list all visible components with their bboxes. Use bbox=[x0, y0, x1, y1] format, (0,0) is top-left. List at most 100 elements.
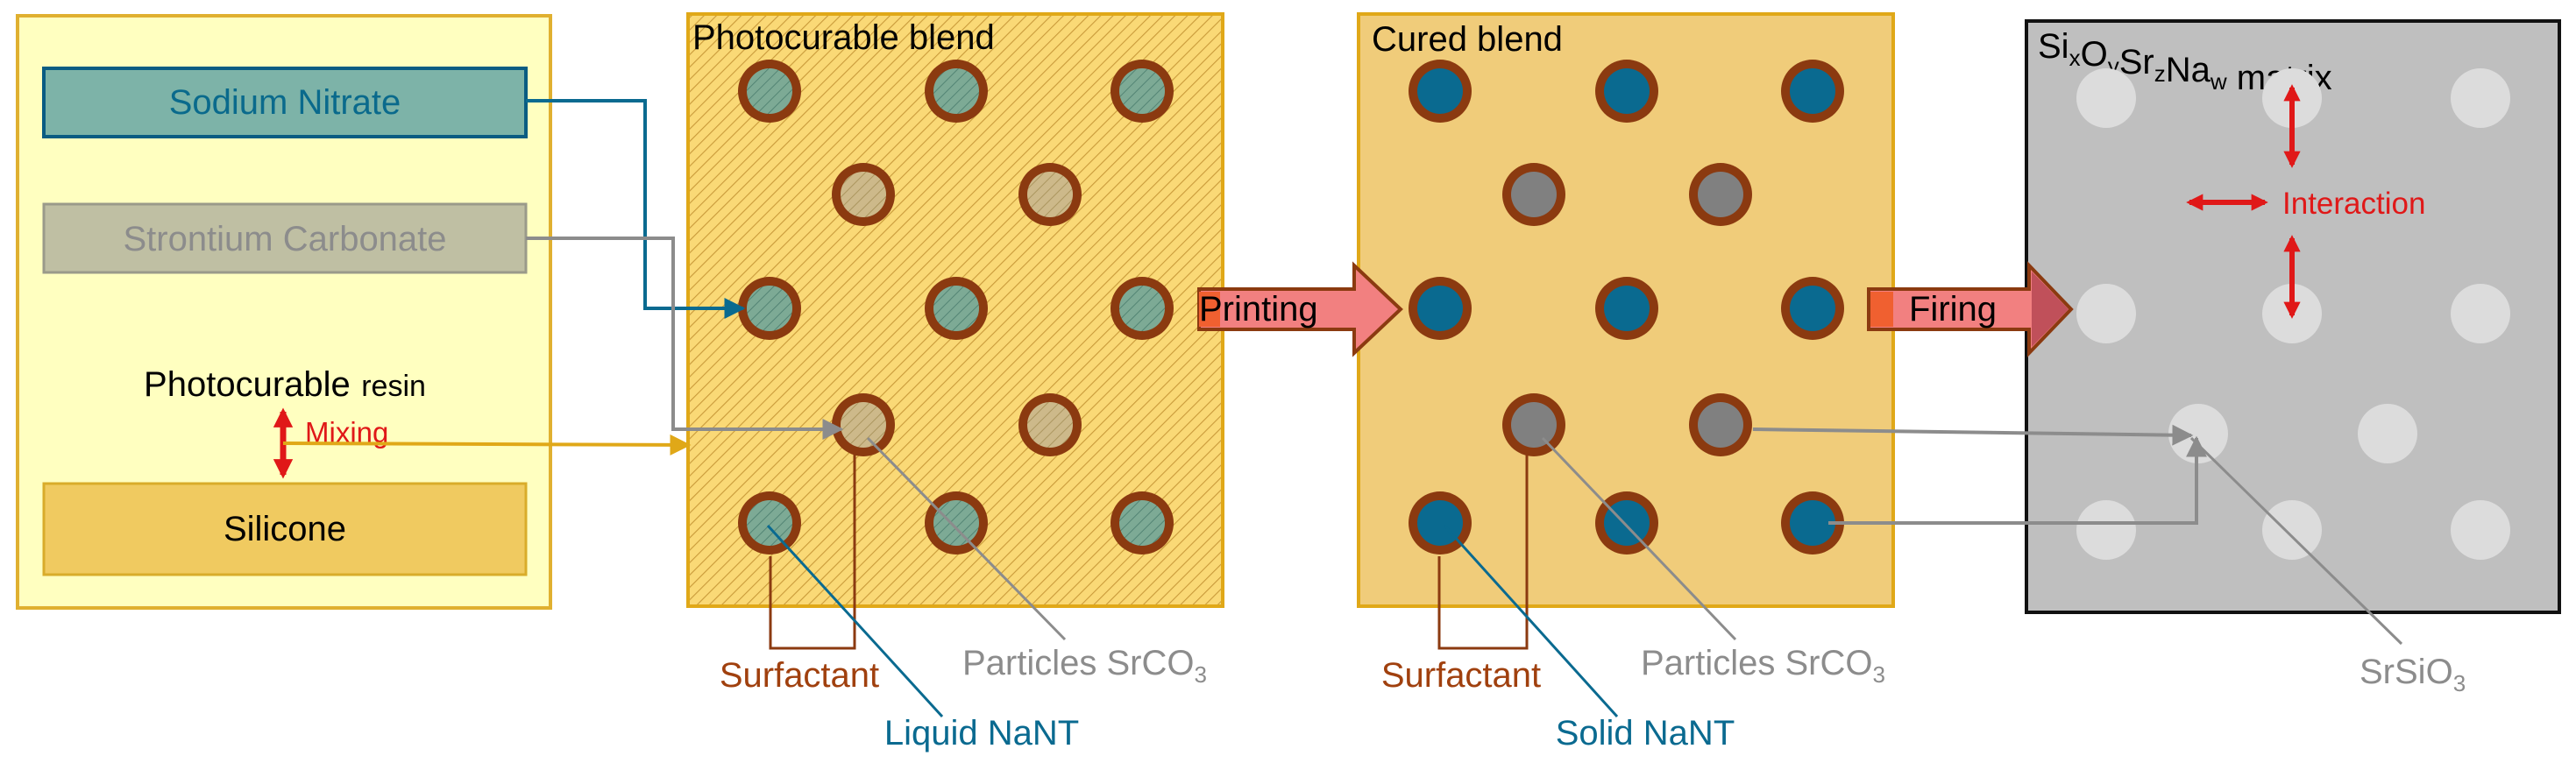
resin-word: resin bbox=[361, 370, 426, 403]
interaction-arrows bbox=[2186, 84, 2301, 319]
nant-particle bbox=[738, 277, 801, 340]
particle-core bbox=[747, 68, 792, 114]
liquid-nant-leader bbox=[766, 524, 944, 718]
particle-core bbox=[933, 286, 979, 331]
solid-nant-leader bbox=[1443, 524, 1619, 718]
srsio3-dot bbox=[2451, 284, 2510, 343]
interaction-label: Interaction bbox=[2282, 187, 2425, 221]
srsio3-leader bbox=[2189, 436, 2403, 646]
firing-label: Firing bbox=[1909, 290, 1997, 329]
srsio3-dot bbox=[2451, 500, 2510, 560]
surfactant-bracket-2 bbox=[1437, 454, 1529, 650]
matrix-panel: SixOySrzNaw matrix Interaction bbox=[2025, 19, 2561, 614]
nant-particle bbox=[1111, 491, 1174, 555]
srsio3-label: SrSiO3 bbox=[2360, 653, 2466, 696]
srco3-particle bbox=[1018, 393, 1082, 456]
srco3-particle bbox=[1018, 163, 1082, 226]
nant-particle bbox=[925, 60, 988, 123]
callout-lines bbox=[766, 436, 2403, 718]
nant-particle bbox=[1595, 491, 1658, 555]
blend-particles bbox=[738, 60, 1174, 555]
particle-core bbox=[747, 500, 792, 546]
photocurable-blend-title: Photocurable blend bbox=[692, 18, 995, 57]
silicone-box: Silicone bbox=[42, 482, 528, 576]
cured-blend-panel: Cured blend bbox=[1357, 12, 1895, 608]
particles-label-2: Particles SrCO3 bbox=[1641, 644, 1885, 688]
sodium-nitrate-label: Sodium Nitrate bbox=[169, 83, 401, 122]
nant-particle bbox=[1595, 60, 1658, 123]
printing-arrow: Printing bbox=[1197, 261, 1403, 357]
particle-core bbox=[1790, 68, 1835, 114]
particle-core bbox=[841, 172, 886, 217]
firing-arrow: Firing bbox=[1867, 261, 2074, 357]
particle-core bbox=[1417, 68, 1463, 114]
srco3-particle bbox=[1689, 163, 1752, 226]
particles-leader-2 bbox=[1541, 436, 1737, 641]
particle-core bbox=[1027, 172, 1073, 217]
particle-core bbox=[1790, 500, 1835, 546]
strontium-carbonate-box: Strontium Carbonate bbox=[42, 202, 528, 274]
particle-core bbox=[933, 68, 979, 114]
particle-core bbox=[1790, 286, 1835, 331]
nant-particle bbox=[738, 491, 801, 555]
nant-particle bbox=[1781, 491, 1844, 555]
photocurable-blend-panel: Photocurable blend bbox=[686, 12, 1224, 608]
cured-blend-title: Cured blend bbox=[1372, 20, 1563, 59]
particle-core bbox=[1511, 402, 1557, 448]
photocurable-resin-label: Photocurable resin bbox=[144, 365, 426, 404]
particle-core bbox=[1119, 286, 1165, 331]
silicone-label: Silicone bbox=[224, 510, 346, 548]
connector-arrows bbox=[282, 99, 2207, 525]
sodium-nitrate-box: Sodium Nitrate bbox=[42, 67, 528, 138]
particle-core bbox=[1698, 172, 1743, 217]
sr-to-srsio3-arrow bbox=[1752, 424, 2194, 446]
particles-label-1: Particles SrCO3 bbox=[962, 644, 1207, 688]
nant-particle bbox=[1409, 277, 1472, 340]
particle-core bbox=[1119, 68, 1165, 114]
particle-core bbox=[1604, 500, 1650, 546]
sodium-connector-arrow bbox=[526, 99, 746, 319]
nant-particle bbox=[738, 60, 801, 123]
particle-core bbox=[1604, 286, 1650, 331]
srsio3-dot bbox=[2076, 284, 2136, 343]
printing-label: Printing bbox=[1199, 290, 1318, 329]
mixing-connector-arrow bbox=[282, 434, 692, 456]
particle-core bbox=[1698, 402, 1743, 448]
nant-particle bbox=[1781, 277, 1844, 340]
srsio3-dot bbox=[2076, 68, 2136, 128]
nant-to-srsio3-arrow bbox=[1828, 435, 2207, 525]
particle-core bbox=[933, 500, 979, 546]
particle-core bbox=[1511, 172, 1557, 217]
particle-core bbox=[747, 286, 792, 331]
nant-particle bbox=[1111, 60, 1174, 123]
liquid-nant-label: Liquid NaNT bbox=[884, 714, 1079, 752]
nant-particle bbox=[925, 277, 988, 340]
srco3-particle bbox=[832, 163, 895, 226]
strontium-carbonate-label: Strontium Carbonate bbox=[123, 220, 446, 258]
surfactant-label-2: Surfactant bbox=[1381, 656, 1541, 695]
nant-particle bbox=[925, 491, 988, 555]
srco3-particle bbox=[1502, 393, 1565, 456]
nant-particle bbox=[1595, 277, 1658, 340]
srsio3-dot bbox=[2451, 68, 2510, 128]
strontium-connector-arrow bbox=[526, 237, 844, 440]
particle-core bbox=[1119, 500, 1165, 546]
particle-core bbox=[1417, 286, 1463, 331]
callout-labels: Surfactant Particles SrCO3 Liquid NaNT S… bbox=[720, 644, 2466, 752]
photocurable-word: Photocurable bbox=[144, 365, 351, 404]
srco3-particle bbox=[1689, 393, 1752, 456]
srsio3-dot bbox=[2168, 404, 2228, 463]
srsio3-dot bbox=[2262, 500, 2322, 560]
nant-particle bbox=[1409, 60, 1472, 123]
solid-nant-label: Solid NaNT bbox=[1556, 714, 1735, 752]
srco3-particle bbox=[832, 393, 895, 456]
nant-particle bbox=[1111, 277, 1174, 340]
particle-core bbox=[1604, 68, 1650, 114]
particles-leader-1 bbox=[866, 436, 1067, 641]
particle-core bbox=[841, 402, 886, 448]
cured-particles bbox=[1409, 60, 1844, 555]
particle-core bbox=[1027, 402, 1073, 448]
nant-particle bbox=[1781, 60, 1844, 123]
ingredients-panel: Sodium Nitrate Strontium Carbonate Photo… bbox=[16, 14, 552, 610]
